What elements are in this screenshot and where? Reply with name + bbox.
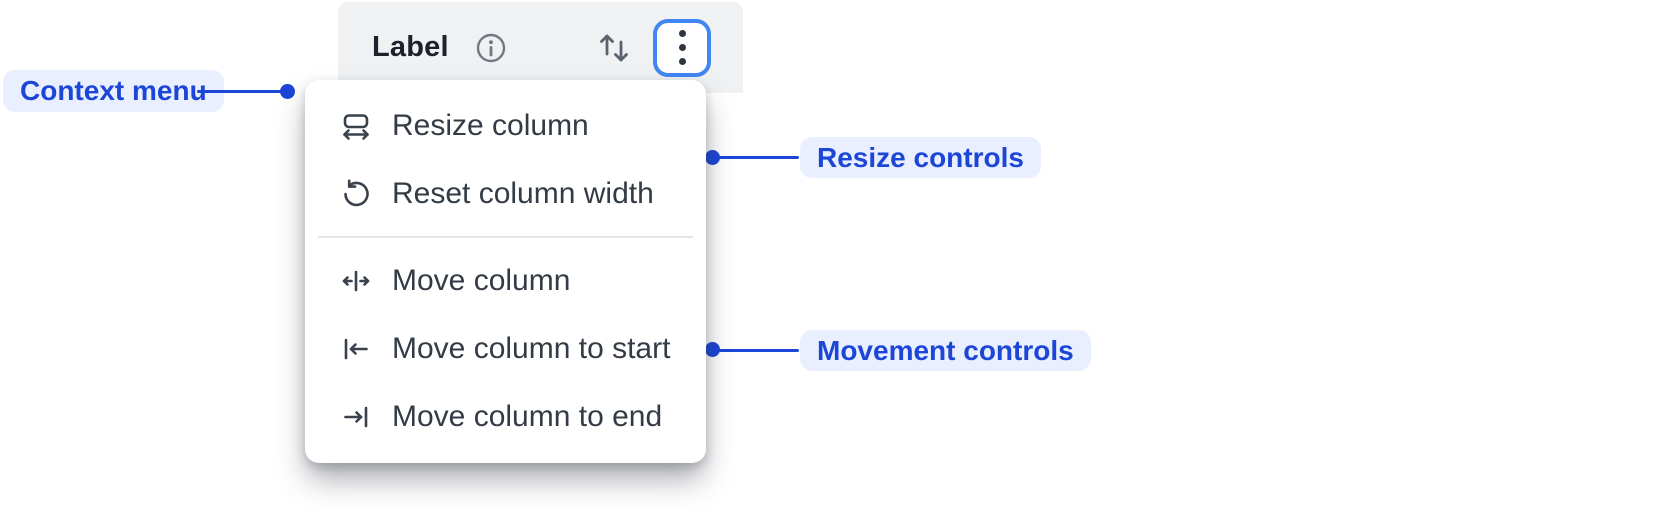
annotation-connector-dot <box>705 342 720 357</box>
annotation-connector-line <box>197 89 283 93</box>
annotation-connector-line <box>715 156 799 159</box>
reset-width-icon <box>344 179 369 207</box>
move-to-end-icon <box>344 406 368 428</box>
menu-divider <box>318 236 693 238</box>
annotation-connector-dot <box>280 84 295 99</box>
menu-item-resize-column[interactable]: Resize column <box>305 92 706 160</box>
info-icon[interactable] <box>475 32 507 64</box>
menu-item-label: Move column to end <box>392 400 663 433</box>
menu-item-label: Reset column width <box>392 177 654 210</box>
annotation-context-menu: Context menu <box>3 70 224 112</box>
context-menu: Resize column Reset column width Move co… <box>305 80 706 463</box>
annotation-movement-controls: Movement controls <box>800 330 1091 371</box>
sort-arrows-icon[interactable] <box>595 29 633 67</box>
move-column-icon <box>342 270 370 292</box>
kebab-menu-icon <box>678 30 686 65</box>
menu-item-reset-column-width[interactable]: Reset column width <box>305 160 706 228</box>
annotation-resize-controls: Resize controls <box>800 137 1041 178</box>
annotation-connector-dot <box>705 150 720 165</box>
menu-item-move-column-to-start[interactable]: Move column to start <box>305 315 706 383</box>
move-to-start-icon <box>344 338 368 360</box>
column-header: Label <box>338 2 743 93</box>
menu-item-label: Resize column <box>392 109 589 142</box>
column-menu-button[interactable] <box>653 18 711 77</box>
menu-item-label: Move column to start <box>392 332 671 365</box>
column-title: Label <box>372 31 449 63</box>
menu-item-move-column-to-end[interactable]: Move column to end <box>305 383 706 451</box>
resize-column-icon <box>343 114 369 140</box>
menu-item-label: Move column <box>392 264 571 297</box>
annotation-connector-line <box>715 348 799 352</box>
menu-item-move-column[interactable]: Move column <box>305 247 706 315</box>
